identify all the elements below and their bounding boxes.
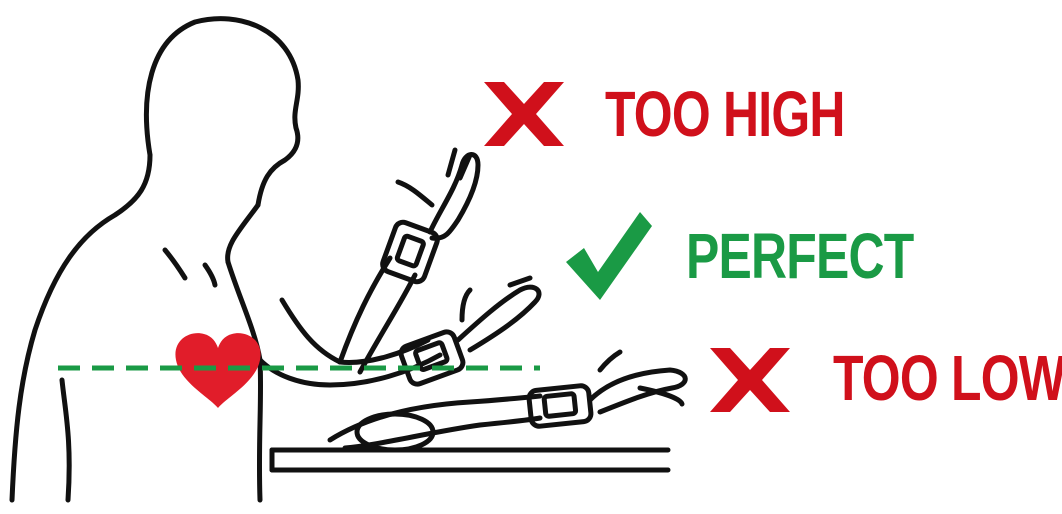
table <box>272 450 668 470</box>
cross-icon <box>484 82 564 146</box>
cross-icon <box>710 348 790 412</box>
label-too-low: TOO LOW <box>833 346 1062 410</box>
heart-icon <box>175 333 260 408</box>
label-perfect: PERFECT <box>686 224 914 288</box>
label-too-high: TOO HIGH <box>605 82 845 146</box>
person-outline <box>12 19 298 500</box>
upper-arm <box>260 300 340 385</box>
checkmark-icon <box>566 212 652 300</box>
